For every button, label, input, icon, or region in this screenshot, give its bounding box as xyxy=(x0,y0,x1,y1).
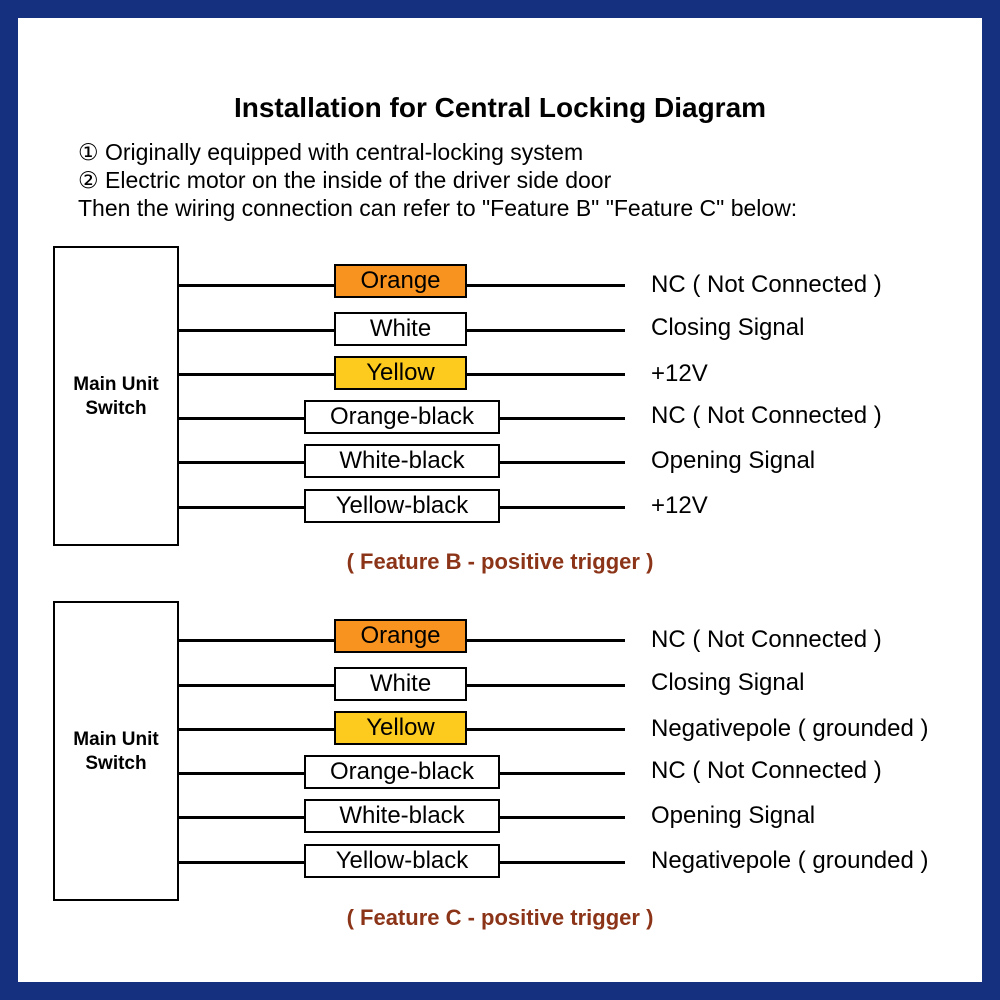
wire-color-tag: White-black xyxy=(304,799,500,833)
wire-function-label: NC ( Not Connected ) xyxy=(651,402,882,429)
wire-color-tag: Orange-black xyxy=(304,400,500,434)
wire-function-label: Closing Signal xyxy=(651,314,805,341)
wire-function-label: Negativepole ( grounded ) xyxy=(651,847,929,874)
wire-function-label: NC ( Not Connected ) xyxy=(651,626,882,653)
intro-line-3: Then the wiring connection can refer to … xyxy=(78,195,798,221)
wire-color-tag: White-black xyxy=(304,444,500,478)
wire-color-tag: Orange xyxy=(334,264,467,298)
unit-label-line-2: Switch xyxy=(85,753,147,774)
wire-color-tag: Yellow-black xyxy=(304,844,500,878)
wire-function-label: Closing Signal xyxy=(651,669,805,696)
wire-function-label: +12V xyxy=(651,492,708,519)
feature-b-caption: ( Feature B - positive trigger ) xyxy=(346,549,654,574)
wire-function-label: +12V xyxy=(651,360,708,387)
main-unit-switch-box xyxy=(53,601,179,901)
intro-line-1: ① Originally equipped with central-locki… xyxy=(78,139,584,165)
wire-function-label: Negativepole ( grounded ) xyxy=(651,715,929,742)
feature-c-caption: ( Feature C - positive trigger ) xyxy=(346,905,654,930)
unit-label-line-1: Main Unit xyxy=(73,374,159,395)
intro-line-2: ② Electric motor on the inside of the dr… xyxy=(78,167,612,193)
wire-function-label: Opening Signal xyxy=(651,802,816,829)
wire-color-tag: White xyxy=(334,312,467,346)
wire-color-tag: Yellow-black xyxy=(304,489,500,523)
wire-color-tag: Yellow xyxy=(334,711,467,745)
unit-label-line-1: Main Unit xyxy=(73,729,159,750)
main-unit-switch-label: Main Unit Switch xyxy=(53,728,179,776)
wire-function-label: Opening Signal xyxy=(651,447,816,474)
wire-color-tag: Orange xyxy=(334,619,467,653)
wire-function-label: NC ( Not Connected ) xyxy=(651,757,882,784)
main-unit-switch-label: Main Unit Switch xyxy=(53,373,179,421)
wire-color-tag: Orange-black xyxy=(304,755,500,789)
unit-label-line-2: Switch xyxy=(85,398,147,419)
wire-color-tag: Yellow xyxy=(334,356,467,390)
main-unit-switch-box xyxy=(53,246,179,546)
page-title: Installation for Central Locking Diagram xyxy=(233,92,767,123)
wire-color-tag: White xyxy=(334,667,467,701)
wire-function-label: NC ( Not Connected ) xyxy=(651,271,882,298)
